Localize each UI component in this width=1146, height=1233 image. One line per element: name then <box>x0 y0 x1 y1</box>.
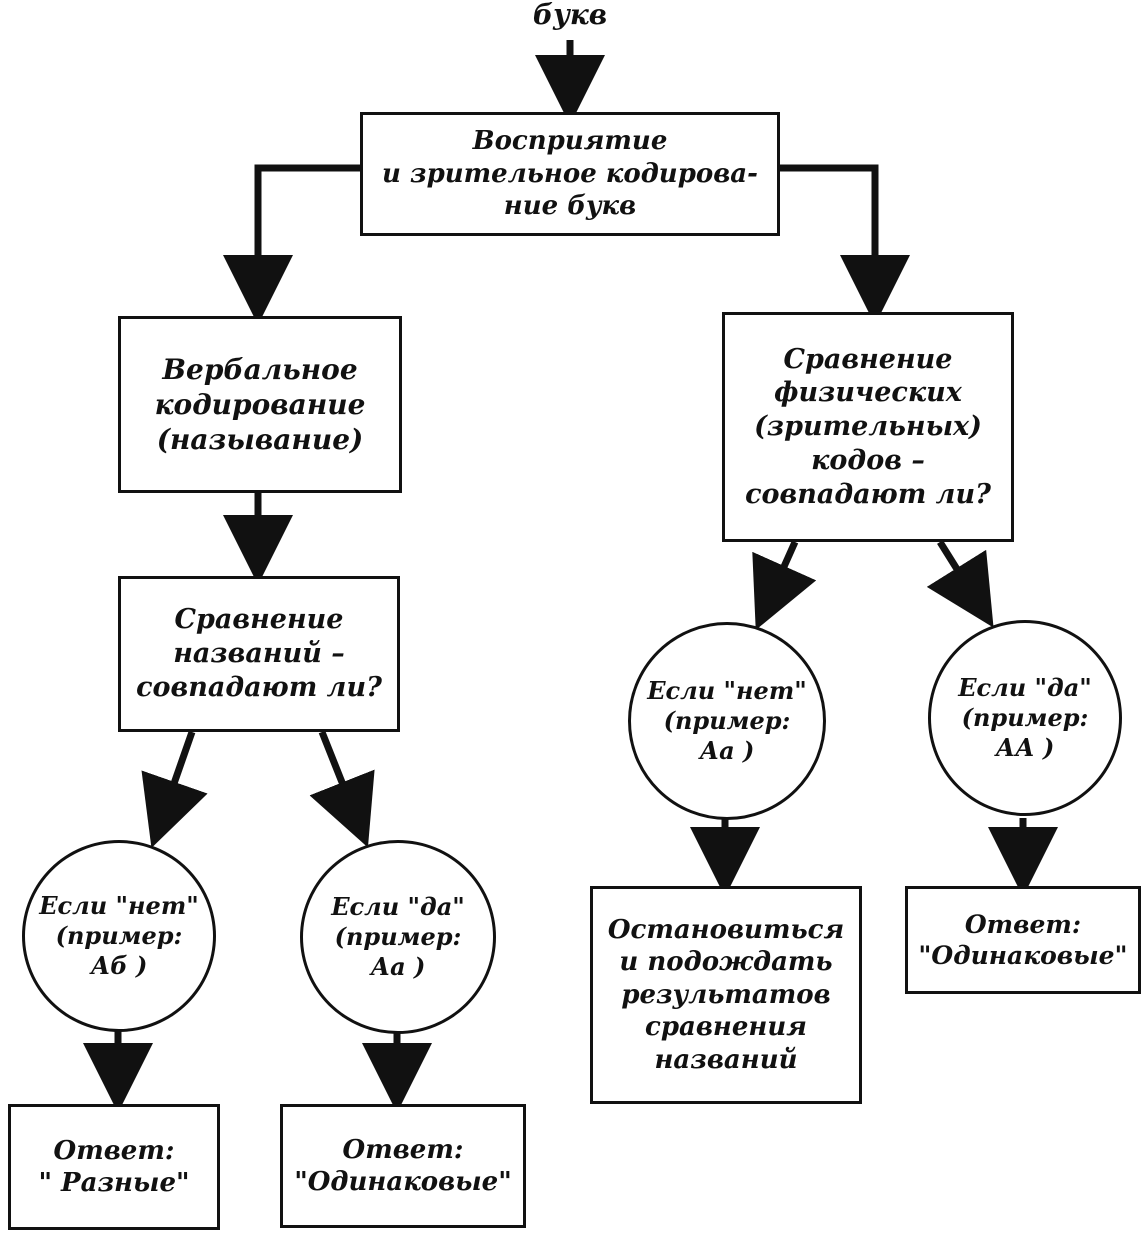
physical-no-circle: Если "нет"(пример:Аа ) <box>628 622 826 820</box>
node-text-line: (пример: <box>663 706 791 735</box>
name-no-circle: Если "нет"(пример:Аб ) <box>22 840 216 1032</box>
node-text-line: (зрительных) <box>754 411 982 443</box>
node-text-line: физических <box>774 377 962 409</box>
node-text-line: Если "да" <box>331 892 465 921</box>
node-text-line: Аа ) <box>699 736 755 765</box>
node-text-line: Ответ: <box>53 1135 175 1166</box>
node-text-line: ние букв <box>503 191 637 222</box>
answer-same-right-box: Ответ:"Одинаковые" <box>905 886 1141 994</box>
node-text-line: АА ) <box>995 733 1055 762</box>
arrow-perception-to-verbal <box>223 164 362 325</box>
node-text-line: Сравнение <box>783 343 953 375</box>
node-text-line: Если "да" <box>958 673 1092 702</box>
node-text-line: Если "нет" <box>39 891 199 920</box>
arrow-name-compare-to-yes <box>309 730 375 848</box>
node-text-line: (пример: <box>334 922 462 951</box>
node-text-line: Остановиться <box>607 914 845 945</box>
node-text-line: Сравнение <box>174 604 344 636</box>
node-text-line: "Одинаковые" <box>918 941 1128 970</box>
node-text-line: и подождать <box>619 947 833 978</box>
node-text-line: совпадают ли? <box>745 478 991 510</box>
physical-yes-circle: Если "да"(пример:АА ) <box>928 620 1122 816</box>
node-text-line: (пример: <box>961 703 1089 732</box>
top-caption: букв <box>532 0 608 31</box>
node-text-line: кодов – <box>811 444 925 476</box>
node-text-line: кодирование <box>154 388 366 421</box>
node-text-line: (пример: <box>55 921 183 950</box>
arrow-perception-to-physical <box>778 164 910 325</box>
node-text-line: "Одинаковые" <box>294 1167 512 1197</box>
node-text-line: и зрительное кодирова- <box>382 158 758 189</box>
arrow-physical-to-no <box>752 540 817 630</box>
node-text-line: сравнения <box>645 1012 807 1043</box>
node-text-line: Аа ) <box>370 952 426 981</box>
arrow-name-compare-to-no <box>141 730 208 849</box>
name-yes-circle: Если "да"(пример:Аа ) <box>300 840 496 1034</box>
node-text-line: (называние) <box>156 423 364 456</box>
node-text-line: совпадают ли? <box>136 671 382 703</box>
node-text-line: " Разные" <box>38 1168 190 1198</box>
node-text-line: Если "нет" <box>647 676 807 705</box>
node-text-line: Аб ) <box>90 951 148 980</box>
node-text-line: результатов <box>621 979 831 1010</box>
arrow-physical-to-yes <box>926 540 994 628</box>
node-text-line: Вербальное <box>162 353 358 386</box>
node-text-line: названий <box>654 1044 798 1075</box>
node-text-line: Ответ: <box>342 1134 464 1165</box>
answer-same-left-box: Ответ:"Одинаковые" <box>280 1104 526 1228</box>
node-text-line: названий – <box>173 638 345 670</box>
answer-different-box: Ответ:" Разные" <box>8 1104 220 1230</box>
node-text-line: Восприятие <box>472 126 668 157</box>
node-text-line: Ответ: <box>964 909 1082 939</box>
